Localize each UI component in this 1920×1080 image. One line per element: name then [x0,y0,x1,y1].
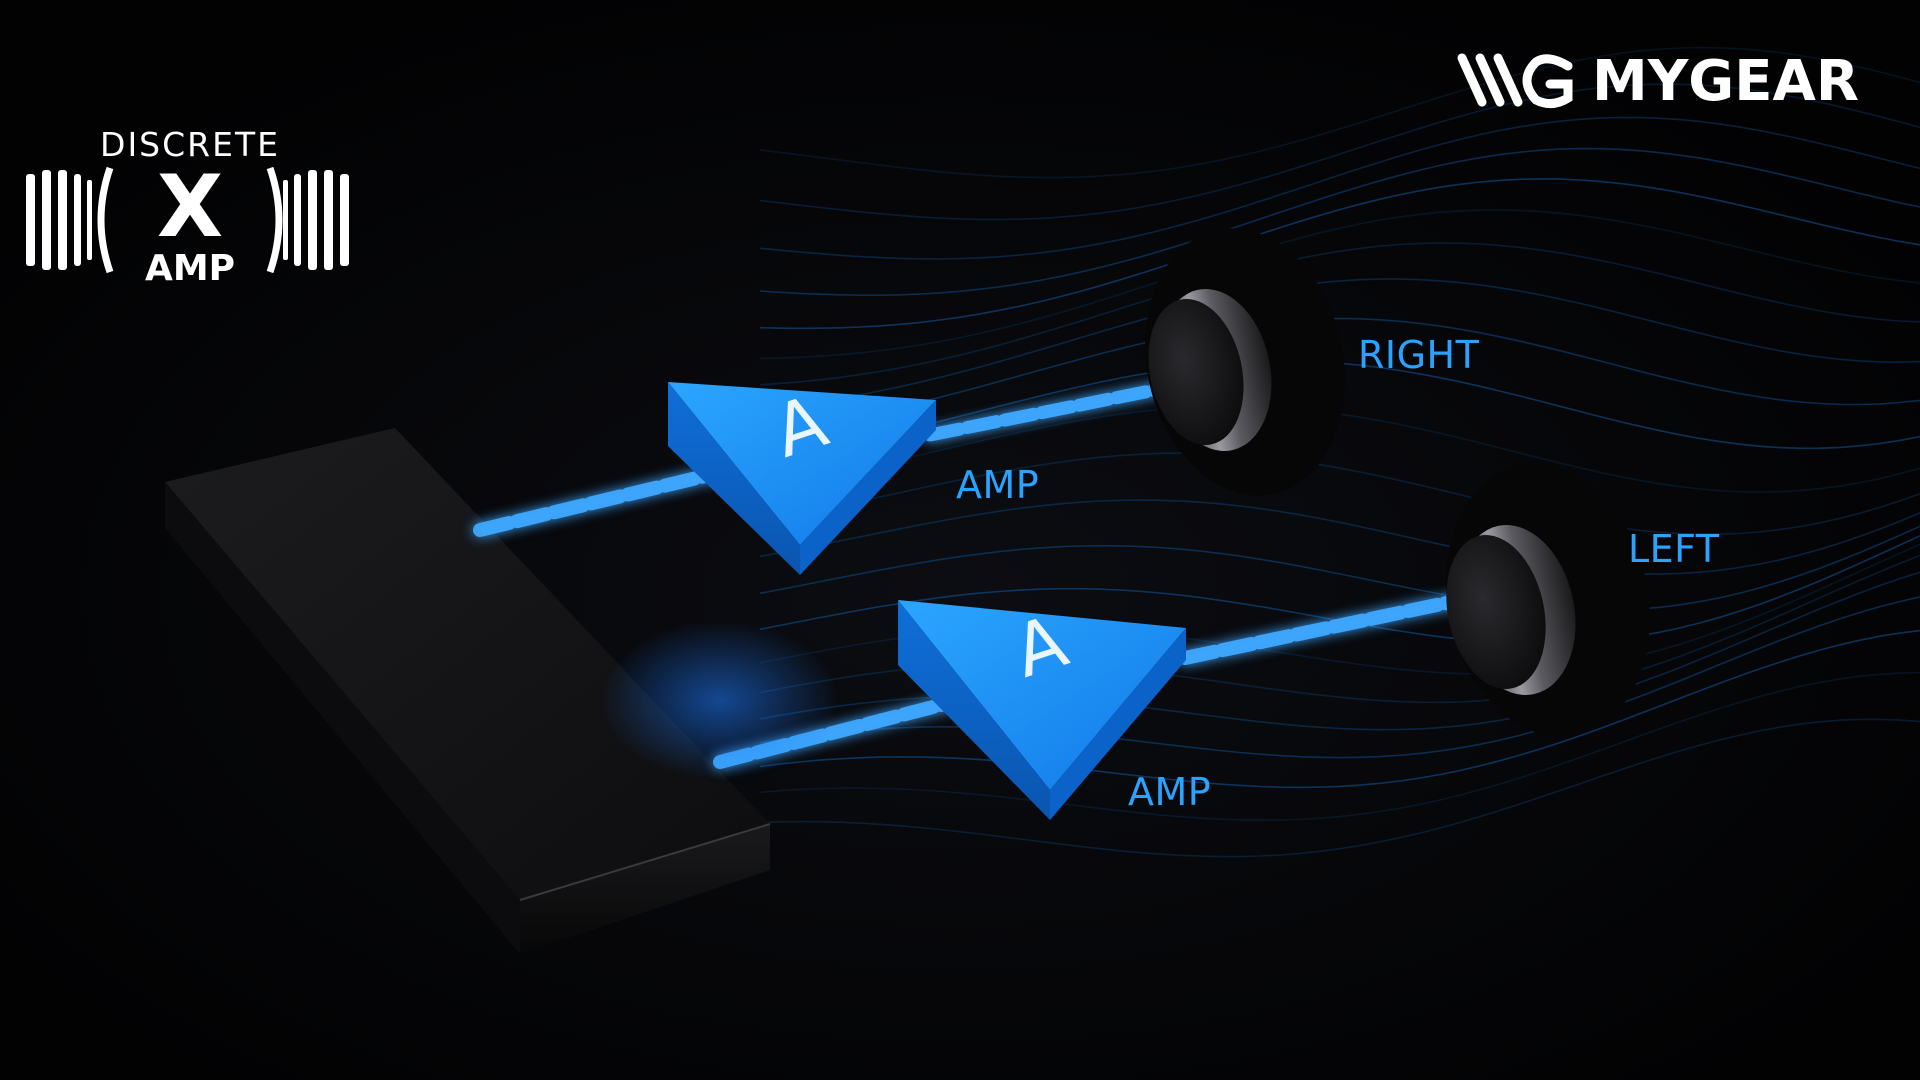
sound-wave-line [759,671,1920,822]
badge-bottom-text: AMP [145,248,235,289]
brand-name: MYGEAR [1592,49,1859,114]
sound-wave-line [759,178,1920,330]
sound-wave-line [759,116,1920,260]
sound-wave-line [759,718,1920,858]
speaker-right [1145,228,1345,496]
sound-wave-line [759,242,1920,386]
amplifier-bottom: A [898,599,1186,820]
speaker-left [1446,463,1650,737]
discrete-x-amp-logo: DISCRETE X AMP [26,125,349,289]
sound-wave-line [759,452,1920,536]
beam-dac-to-amp-top [473,463,737,537]
amplifier-triangle-icon [668,382,936,545]
sound-wave-line [759,629,1920,789]
channel-label-right: RIGHT [1358,333,1480,377]
sound-wave-line [759,209,1920,360]
dac-module-icon [165,428,771,954]
mygear-logo: MYGEAR [1457,49,1859,114]
channel-label-left: LEFT [1628,527,1720,571]
sound-wave-line [759,596,1920,759]
sound-wave-line [759,525,1920,612]
amplifier-top: A [668,379,936,575]
amplifier-triangle-icon [898,600,1186,790]
mygear-mark-icon [1457,53,1573,108]
sound-wave-line [759,147,1920,296]
sound-wave-line [759,499,1920,575]
sound-wave-line [759,83,1920,221]
sound-wave-line [759,317,1920,434]
sound-wave-line [759,278,1920,410]
amp-label-top: AMP [956,463,1039,507]
badge-top-text: DISCRETE [100,125,280,164]
beam-amp-bottom-to-left [1178,591,1477,665]
glow-halo [600,620,840,780]
sound-wave-line [759,46,1920,179]
amp-label-bottom: AMP [1128,770,1211,814]
badge-center-glyph: X [157,157,223,257]
